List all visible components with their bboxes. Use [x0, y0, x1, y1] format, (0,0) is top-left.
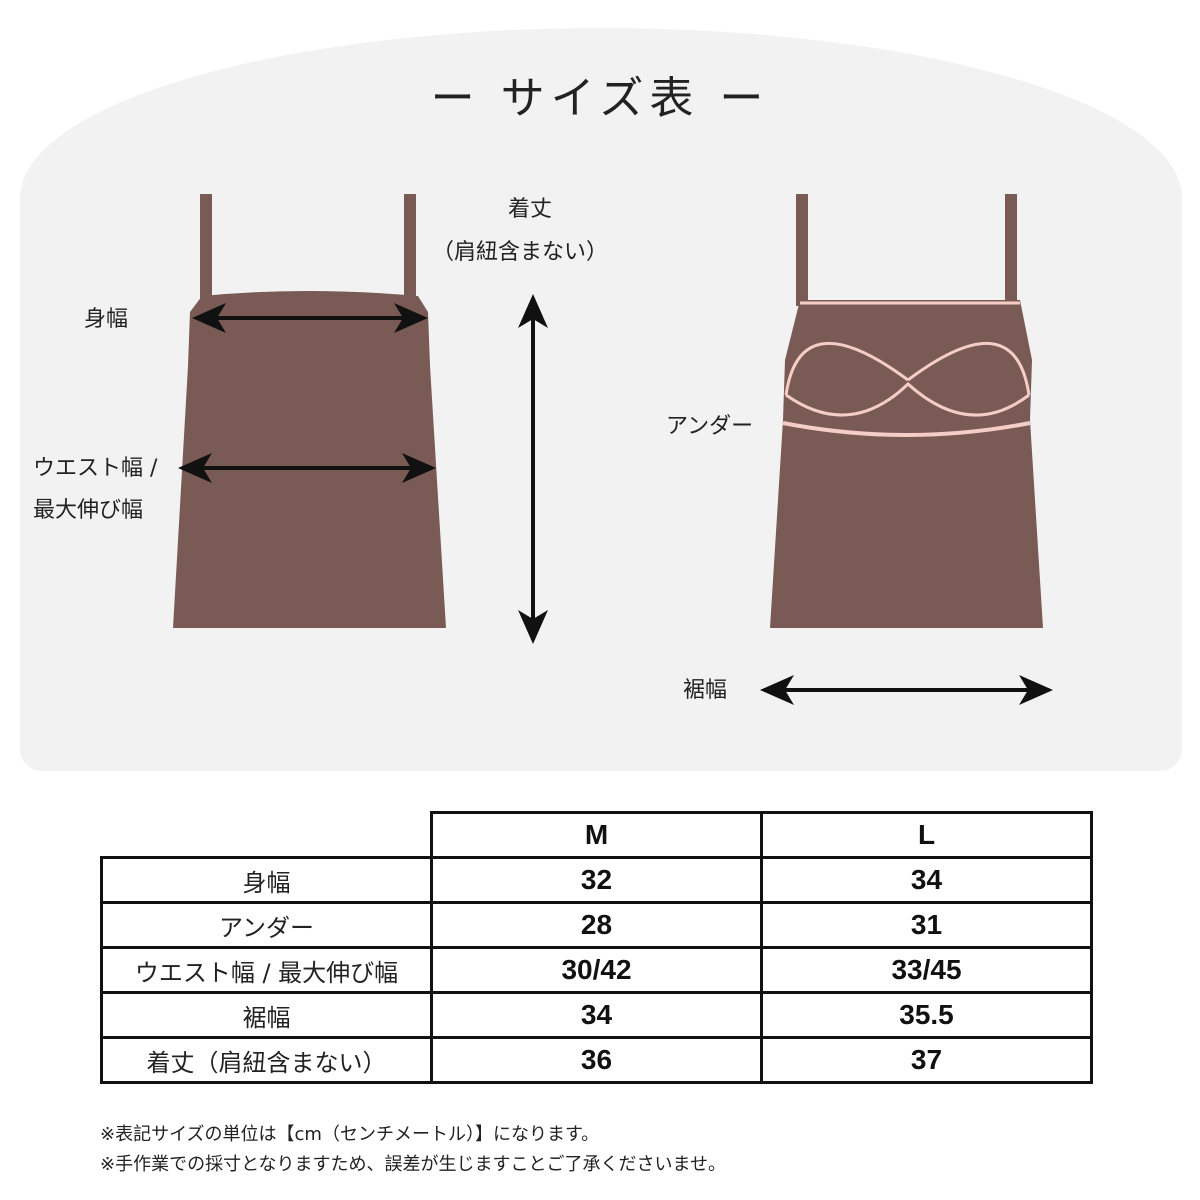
column-header-m: M — [430, 811, 763, 859]
row-label: アンダー — [100, 901, 433, 949]
table-row: 身幅 32 34 — [100, 856, 1093, 904]
cell-value: 36 — [430, 1036, 763, 1084]
cell-value: 34 — [430, 991, 763, 1039]
column-header-l: L — [760, 811, 1093, 859]
back-body — [770, 300, 1043, 628]
back-strap-right — [1005, 194, 1017, 306]
size-table: M L 身幅 32 34 アンダー 28 31 ウエスト幅 / 最大伸び幅 30… — [100, 811, 1093, 1084]
length-note-label: （肩紐含まない） — [432, 240, 609, 265]
cell-value: 34 — [760, 856, 1093, 904]
waist-label: ウエスト幅 / — [33, 456, 158, 481]
cell-value: 33/45 — [760, 946, 1093, 994]
cell-value: 31 — [760, 901, 1093, 949]
row-label: ウエスト幅 / 最大伸び幅 — [100, 946, 433, 994]
table-row: 着丈（肩紐含まない） 36 37 — [100, 1036, 1093, 1084]
back-strap-left — [796, 194, 808, 306]
cup-bottom-piping — [785, 381, 1030, 417]
footnotes: ※表記サイズの単位は【cm（センチメートル）】になります。 ※手作業での採寸とな… — [100, 1120, 726, 1180]
front-garment — [173, 194, 446, 628]
table-header-row: M L — [101, 811, 1093, 859]
cell-value: 28 — [430, 901, 763, 949]
front-strap-left — [200, 194, 212, 304]
max-stretch-label: 最大伸び幅 — [33, 498, 144, 523]
size-diagram — [173, 194, 1053, 705]
underband-piping — [782, 421, 1031, 437]
hem-width-label: 裾幅 — [683, 678, 728, 703]
front-strap-right — [404, 194, 416, 304]
row-label: 裾幅 — [100, 991, 433, 1039]
footnote-measurement: ※手作業での採寸となりますため、誤差が生じますことご了承くださいませ。 — [100, 1154, 726, 1175]
table-row: アンダー 28 31 — [100, 901, 1093, 949]
table-corner — [101, 812, 433, 859]
length-label: 着丈 — [508, 197, 553, 222]
body-width-label: 身幅 — [84, 307, 129, 332]
cell-value: 30/42 — [430, 946, 763, 994]
cup-right-piping — [907, 342, 1031, 396]
row-label: 身幅 — [100, 856, 433, 904]
front-body — [173, 291, 446, 628]
table-row: 裾幅 34 35.5 — [100, 991, 1093, 1039]
cell-value: 35.5 — [760, 991, 1093, 1039]
row-label: 着丈（肩紐含まない） — [100, 1036, 433, 1084]
page-title: ー サイズ表 ー — [430, 73, 770, 124]
cell-value: 37 — [760, 1036, 1093, 1084]
cup-left-piping — [784, 342, 909, 396]
back-garment — [770, 194, 1043, 628]
table-row: ウエスト幅 / 最大伸び幅 30/42 33/45 — [100, 946, 1093, 994]
under-label: アンダー — [666, 414, 754, 439]
footnote-unit: ※表記サイズの単位は【cm（センチメートル）】になります。 — [100, 1124, 600, 1145]
cell-value: 32 — [430, 856, 763, 904]
